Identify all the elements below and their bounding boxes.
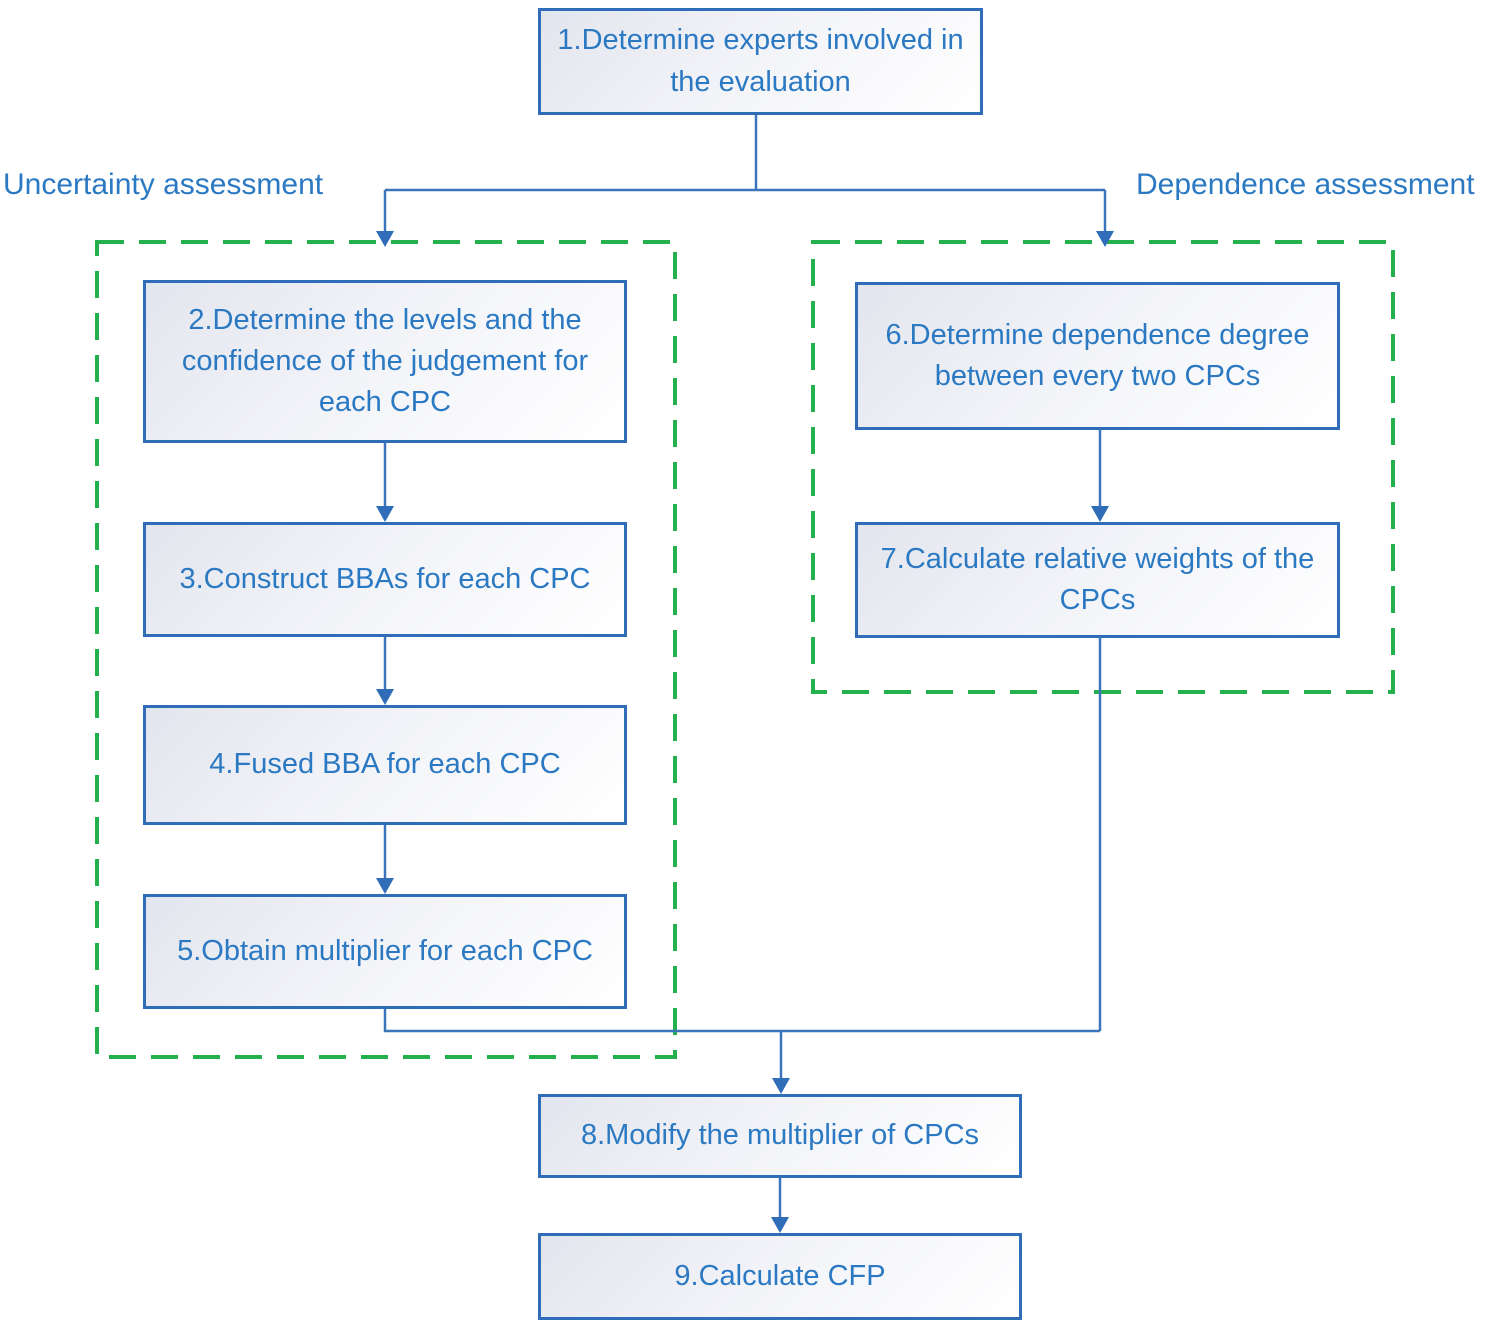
node-step-1: 1.Determine experts involved in the eval…: [538, 8, 983, 115]
uncertainty-group-outline: [95, 240, 677, 1059]
node-step-7: 7.Calculate relative weights of the CPCs: [855, 522, 1340, 638]
arrowhead-n6-n7: [1091, 506, 1109, 522]
arrowhead-n4-n5: [376, 878, 394, 894]
arrowhead-n8-n9: [771, 1217, 789, 1233]
node-step-5: 5.Obtain multiplier for each CPC: [143, 894, 627, 1009]
node-step-4: 4.Fused BBA for each CPC: [143, 705, 627, 825]
node-step-8: 8.Modify the multiplier of CPCs: [538, 1094, 1022, 1178]
node-step-3: 3.Construct BBAs for each CPC: [143, 522, 627, 637]
arrowhead-n1-n6: [1096, 231, 1114, 247]
arrowhead-merge-n8: [772, 1078, 790, 1094]
arrowhead-n1-n2: [376, 231, 394, 247]
node-step-6: 6.Determine dependence degree between ev…: [855, 282, 1340, 430]
arrowhead-n3-n4: [376, 689, 394, 705]
dependence-group-outline: [811, 240, 1395, 694]
uncertainty-assessment-label: Uncertainty assessment: [3, 168, 324, 201]
node-step-9: 9.Calculate CFP: [538, 1233, 1022, 1320]
node-step-2: 2.Determine the levels and the confidenc…: [143, 280, 627, 443]
edge-n5-merge: [383, 1009, 1100, 1033]
arrowhead-n2-n3: [376, 506, 394, 522]
dependence-assessment-label: Dependence assessment: [1136, 168, 1475, 201]
